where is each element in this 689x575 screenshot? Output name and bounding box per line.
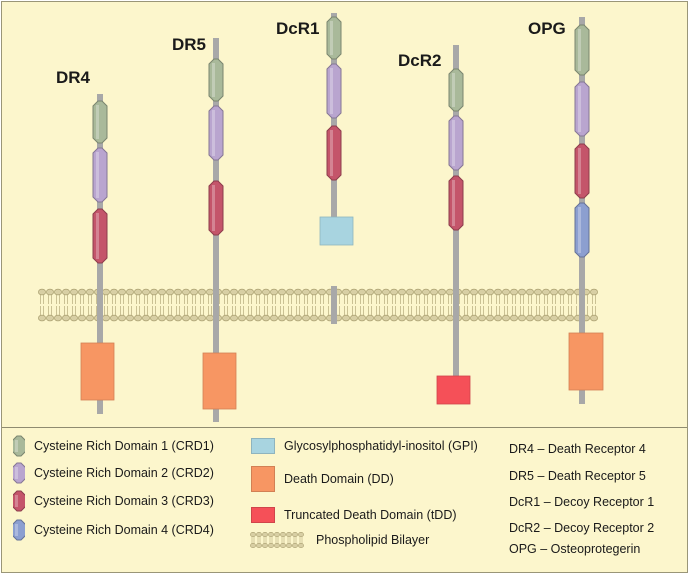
legend-item-crd3: Cysteine Rich Domain 3 (CRD3)	[13, 490, 214, 512]
tdd-swatch	[251, 507, 275, 523]
dr5-label: DR5	[172, 35, 206, 54]
abbr-dr4: DR4 – Death Receptor 4	[509, 442, 646, 456]
dd-swatch	[251, 466, 275, 492]
crd3-swatch	[13, 490, 25, 512]
crd3-swatch-shape	[13, 490, 25, 512]
legend-label-crd4: Cysteine Rich Domain 4 (CRD4)	[34, 523, 214, 537]
abbr-dcr1: DcR1 – Decoy Receptor 1	[509, 495, 655, 509]
opg-label: OPG	[528, 19, 566, 38]
opg-crd3-domain	[574, 143, 590, 199]
legend-item-bilayer: Phospholipid Bilayer	[249, 531, 429, 549]
gpi-swatch	[251, 438, 275, 454]
dr5-crd2-domain	[208, 105, 224, 161]
dr4-crd3-domain	[92, 208, 108, 264]
dcr2-label: DcR2	[398, 51, 441, 70]
crd4-swatch-shape	[13, 519, 25, 541]
opg-crd1-domain	[574, 24, 590, 76]
legend-item-tdd: Truncated Death Domain (tDD)	[251, 507, 457, 523]
dcr2-crd3-domain	[448, 175, 464, 231]
crd1-swatch-shape	[13, 435, 25, 457]
dcr1-gpi-domain	[319, 216, 354, 246]
membrane-bilayer	[38, 286, 598, 324]
legend-divider	[2, 427, 687, 428]
dr4-crd2-domain	[92, 147, 108, 203]
dr5-crd1-domain	[208, 58, 224, 102]
crd2-swatch	[13, 462, 25, 484]
dr5-crd3-domain	[208, 180, 224, 236]
legend-label-tdd: Truncated Death Domain (tDD)	[284, 508, 457, 522]
opg-crd2-domain	[574, 81, 590, 137]
legend-label-dd: Death Domain (DD)	[284, 472, 394, 486]
opg-crd4-domain	[574, 202, 590, 258]
legend-label-crd2: Cysteine Rich Domain 2 (CRD2)	[34, 466, 214, 480]
legend-label-gpi: Glycosylphosphatidyl-inositol (GPI)	[284, 439, 478, 453]
legend-label-crd3: Cysteine Rich Domain 3 (CRD3)	[34, 494, 214, 508]
dr4-dd-domain	[80, 342, 115, 401]
crd4-swatch	[13, 519, 25, 541]
dr4-crd1-domain	[92, 100, 108, 144]
bilayer-swatch	[250, 531, 304, 549]
dcr1-crd3-domain	[326, 125, 342, 181]
abbr-dcr2: DcR2 – Decoy Receptor 2	[509, 521, 655, 535]
dcr1-crd1-domain	[326, 16, 342, 60]
opg-dd-domain	[568, 332, 604, 391]
dcr2-crd1-domain	[448, 68, 464, 112]
dcr1-stem	[331, 13, 337, 230]
crd2-swatch-shape	[13, 462, 25, 484]
crd1-swatch	[13, 435, 25, 457]
dcr1-label: DcR1	[276, 19, 319, 38]
dcr2-tdd-domain	[436, 375, 471, 405]
legend-label-crd1: Cysteine Rich Domain 1 (CRD1)	[34, 439, 214, 453]
dr5-dd-domain	[202, 352, 237, 410]
legend-label-bilayer: Phospholipid Bilayer	[316, 533, 430, 547]
abbr-dr5: DR5 – Death Receptor 5	[509, 469, 646, 483]
dcr1-crd2-domain	[326, 63, 342, 119]
legend-item-crd4: Cysteine Rich Domain 4 (CRD4)	[13, 519, 214, 541]
legend-item-gpi: Glycosylphosphatidyl-inositol (GPI)	[251, 438, 478, 454]
abbr-opg: OPG – Osteoprotegerin	[509, 542, 641, 556]
legend-item-crd1: Cysteine Rich Domain 1 (CRD1)	[13, 435, 214, 457]
legend-item-crd2: Cysteine Rich Domain 2 (CRD2)	[13, 462, 214, 484]
dr4-label: DR4	[56, 68, 91, 87]
dcr2-crd2-domain	[448, 115, 464, 171]
legend-item-dd: Death Domain (DD)	[251, 466, 394, 492]
